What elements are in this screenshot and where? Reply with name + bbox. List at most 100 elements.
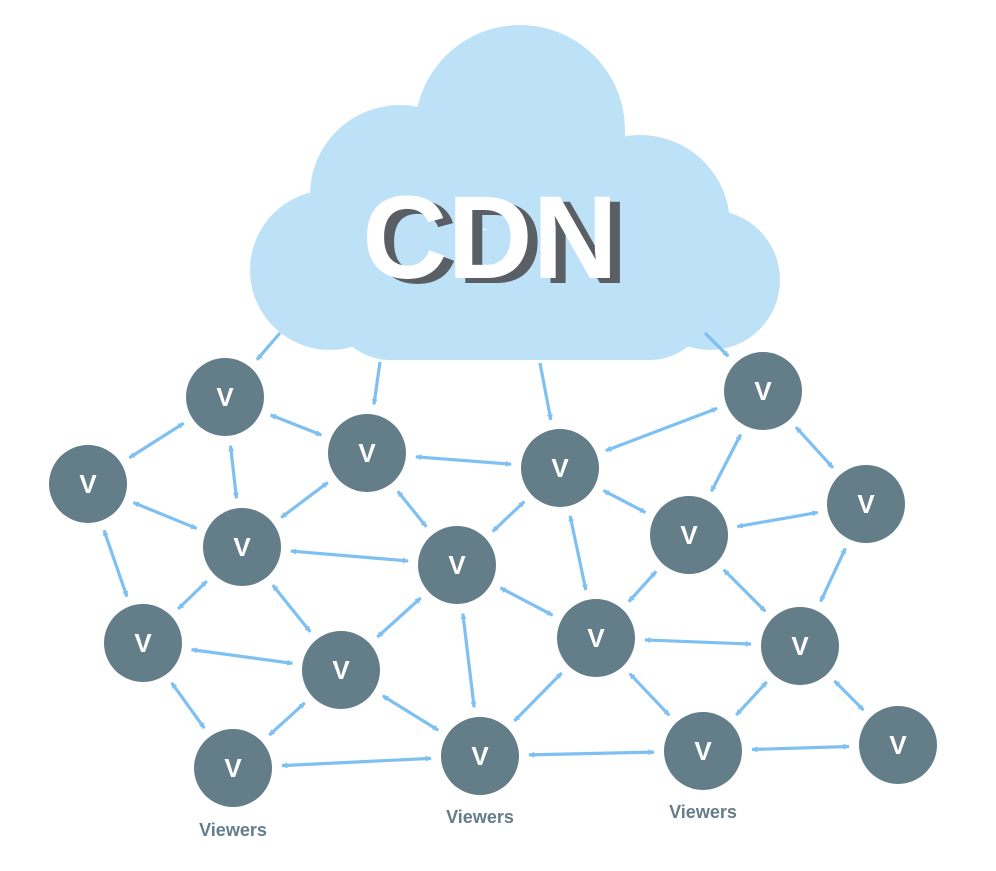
viewer-node-label: V	[134, 628, 152, 658]
viewer-node-group: V V V V V V V V V V V V V V V V V	[49, 352, 937, 807]
peer-link-arrow	[228, 445, 239, 499]
peer-link-arrow	[132, 501, 198, 530]
viewer-node: V	[328, 414, 406, 492]
viewer-node-circle	[521, 429, 599, 507]
cdn-link-arrow	[538, 362, 553, 421]
cdn-link-arrow	[703, 331, 730, 358]
viewer-node-circle	[104, 604, 182, 682]
viewer-node: V	[186, 358, 264, 436]
viewer-node-label: V	[551, 453, 569, 483]
peer-link-arrow	[528, 749, 655, 758]
peer-link-arrow	[736, 510, 819, 529]
viewer-node: V	[418, 526, 496, 604]
viewer-node-label: V	[587, 623, 605, 653]
peer-link-arrow	[170, 681, 206, 730]
viewer-node-label: V	[448, 550, 466, 580]
peer-link-arrow	[280, 481, 329, 519]
peer-link-arrow	[102, 529, 129, 598]
peer-link-arrow	[491, 500, 526, 533]
viewer-node: V	[203, 508, 281, 586]
viewer-node-circle	[827, 465, 905, 543]
cdn-link-arrow	[371, 361, 382, 406]
cdn-cloud: CDN CDN	[250, 25, 780, 360]
peer-link-arrow	[460, 613, 477, 708]
viewer-node: V	[761, 607, 839, 685]
peer-link-arrow	[709, 433, 743, 493]
viewer-node-label: V	[680, 520, 698, 550]
viewer-node-label: V	[79, 469, 97, 499]
viewer-node: V	[664, 712, 742, 790]
peer-link-arrow	[415, 454, 512, 467]
peer-link-arrow	[735, 680, 768, 717]
viewer-node: V	[827, 465, 905, 543]
viewer-node-label: V	[332, 655, 350, 685]
viewer-node-circle	[186, 358, 264, 436]
viewer-node: V	[441, 717, 519, 795]
peer-link-arrow	[376, 596, 422, 639]
viewer-node: V	[302, 631, 380, 709]
viewer-node: V	[859, 706, 937, 784]
viewer-node-label: V	[791, 631, 809, 661]
viewers-label-right: Viewers	[669, 802, 737, 822]
viewer-node-circle	[302, 631, 380, 709]
viewer-node: V	[724, 352, 802, 430]
peer-link-arrow	[271, 584, 312, 633]
viewer-node-circle	[49, 445, 127, 523]
viewer-node-label: V	[216, 382, 234, 412]
viewer-node-label: V	[224, 753, 242, 783]
viewer-node: V	[194, 729, 272, 807]
viewer-node-label: V	[694, 736, 712, 766]
peer-link-arrow	[602, 489, 647, 514]
viewers-label-center: Viewers	[446, 807, 514, 827]
viewer-node: V	[104, 604, 182, 682]
peer-link-arrow	[751, 743, 850, 753]
peer-link-arrow	[381, 694, 440, 732]
peer-link-arrow	[568, 515, 588, 591]
viewer-node: V	[521, 429, 599, 507]
viewer-node: V	[650, 496, 728, 574]
peer-link-arrow	[396, 490, 428, 528]
peer-link-arrow	[499, 586, 554, 617]
viewer-node-circle	[650, 496, 728, 574]
viewer-node-label: V	[358, 438, 376, 468]
peer-link-arrow	[605, 406, 718, 453]
peer-link-arrow	[281, 755, 432, 769]
peer-link-arrow	[722, 568, 767, 613]
peer-link-arrow	[513, 671, 563, 723]
viewers-label-left: Viewers	[199, 820, 267, 840]
viewer-node-circle	[203, 508, 281, 586]
peer-link-arrow	[627, 570, 658, 603]
viewer-node-circle	[194, 729, 272, 807]
peer-link-arrow	[628, 672, 671, 717]
viewer-node-circle	[557, 599, 635, 677]
edge-group	[102, 331, 865, 769]
viewer-node-label: V	[857, 489, 875, 519]
peer-link-arrow	[268, 701, 306, 737]
viewer-node-circle	[859, 706, 937, 784]
viewer-node-label: V	[754, 376, 772, 406]
cdn-label-shadow: CDN	[372, 177, 628, 309]
peer-link-arrow	[290, 548, 409, 564]
peer-link-arrow	[128, 421, 185, 460]
peer-link-arrow	[644, 637, 752, 647]
viewer-node-label: V	[889, 730, 907, 760]
viewer-node-label: V	[471, 741, 489, 771]
viewer-node-label: V	[233, 532, 251, 562]
peer-link-arrow	[190, 647, 294, 666]
viewer-node-circle	[441, 717, 519, 795]
peer-link-arrow	[833, 679, 865, 712]
viewer-node-circle	[418, 526, 496, 604]
viewer-node-circle	[328, 414, 406, 492]
viewer-node-circle	[724, 352, 802, 430]
cdn-label: CDN	[362, 172, 618, 304]
peer-link-arrow	[177, 579, 208, 611]
peer-link-arrow	[269, 413, 323, 437]
peer-link-arrow	[819, 547, 847, 603]
viewer-node-circle	[761, 607, 839, 685]
viewer-node-circle	[664, 712, 742, 790]
viewer-node: V	[49, 445, 127, 523]
peer-link-arrow	[794, 426, 835, 469]
cdn-link-arrow	[255, 331, 282, 361]
viewer-node: V	[557, 599, 635, 677]
